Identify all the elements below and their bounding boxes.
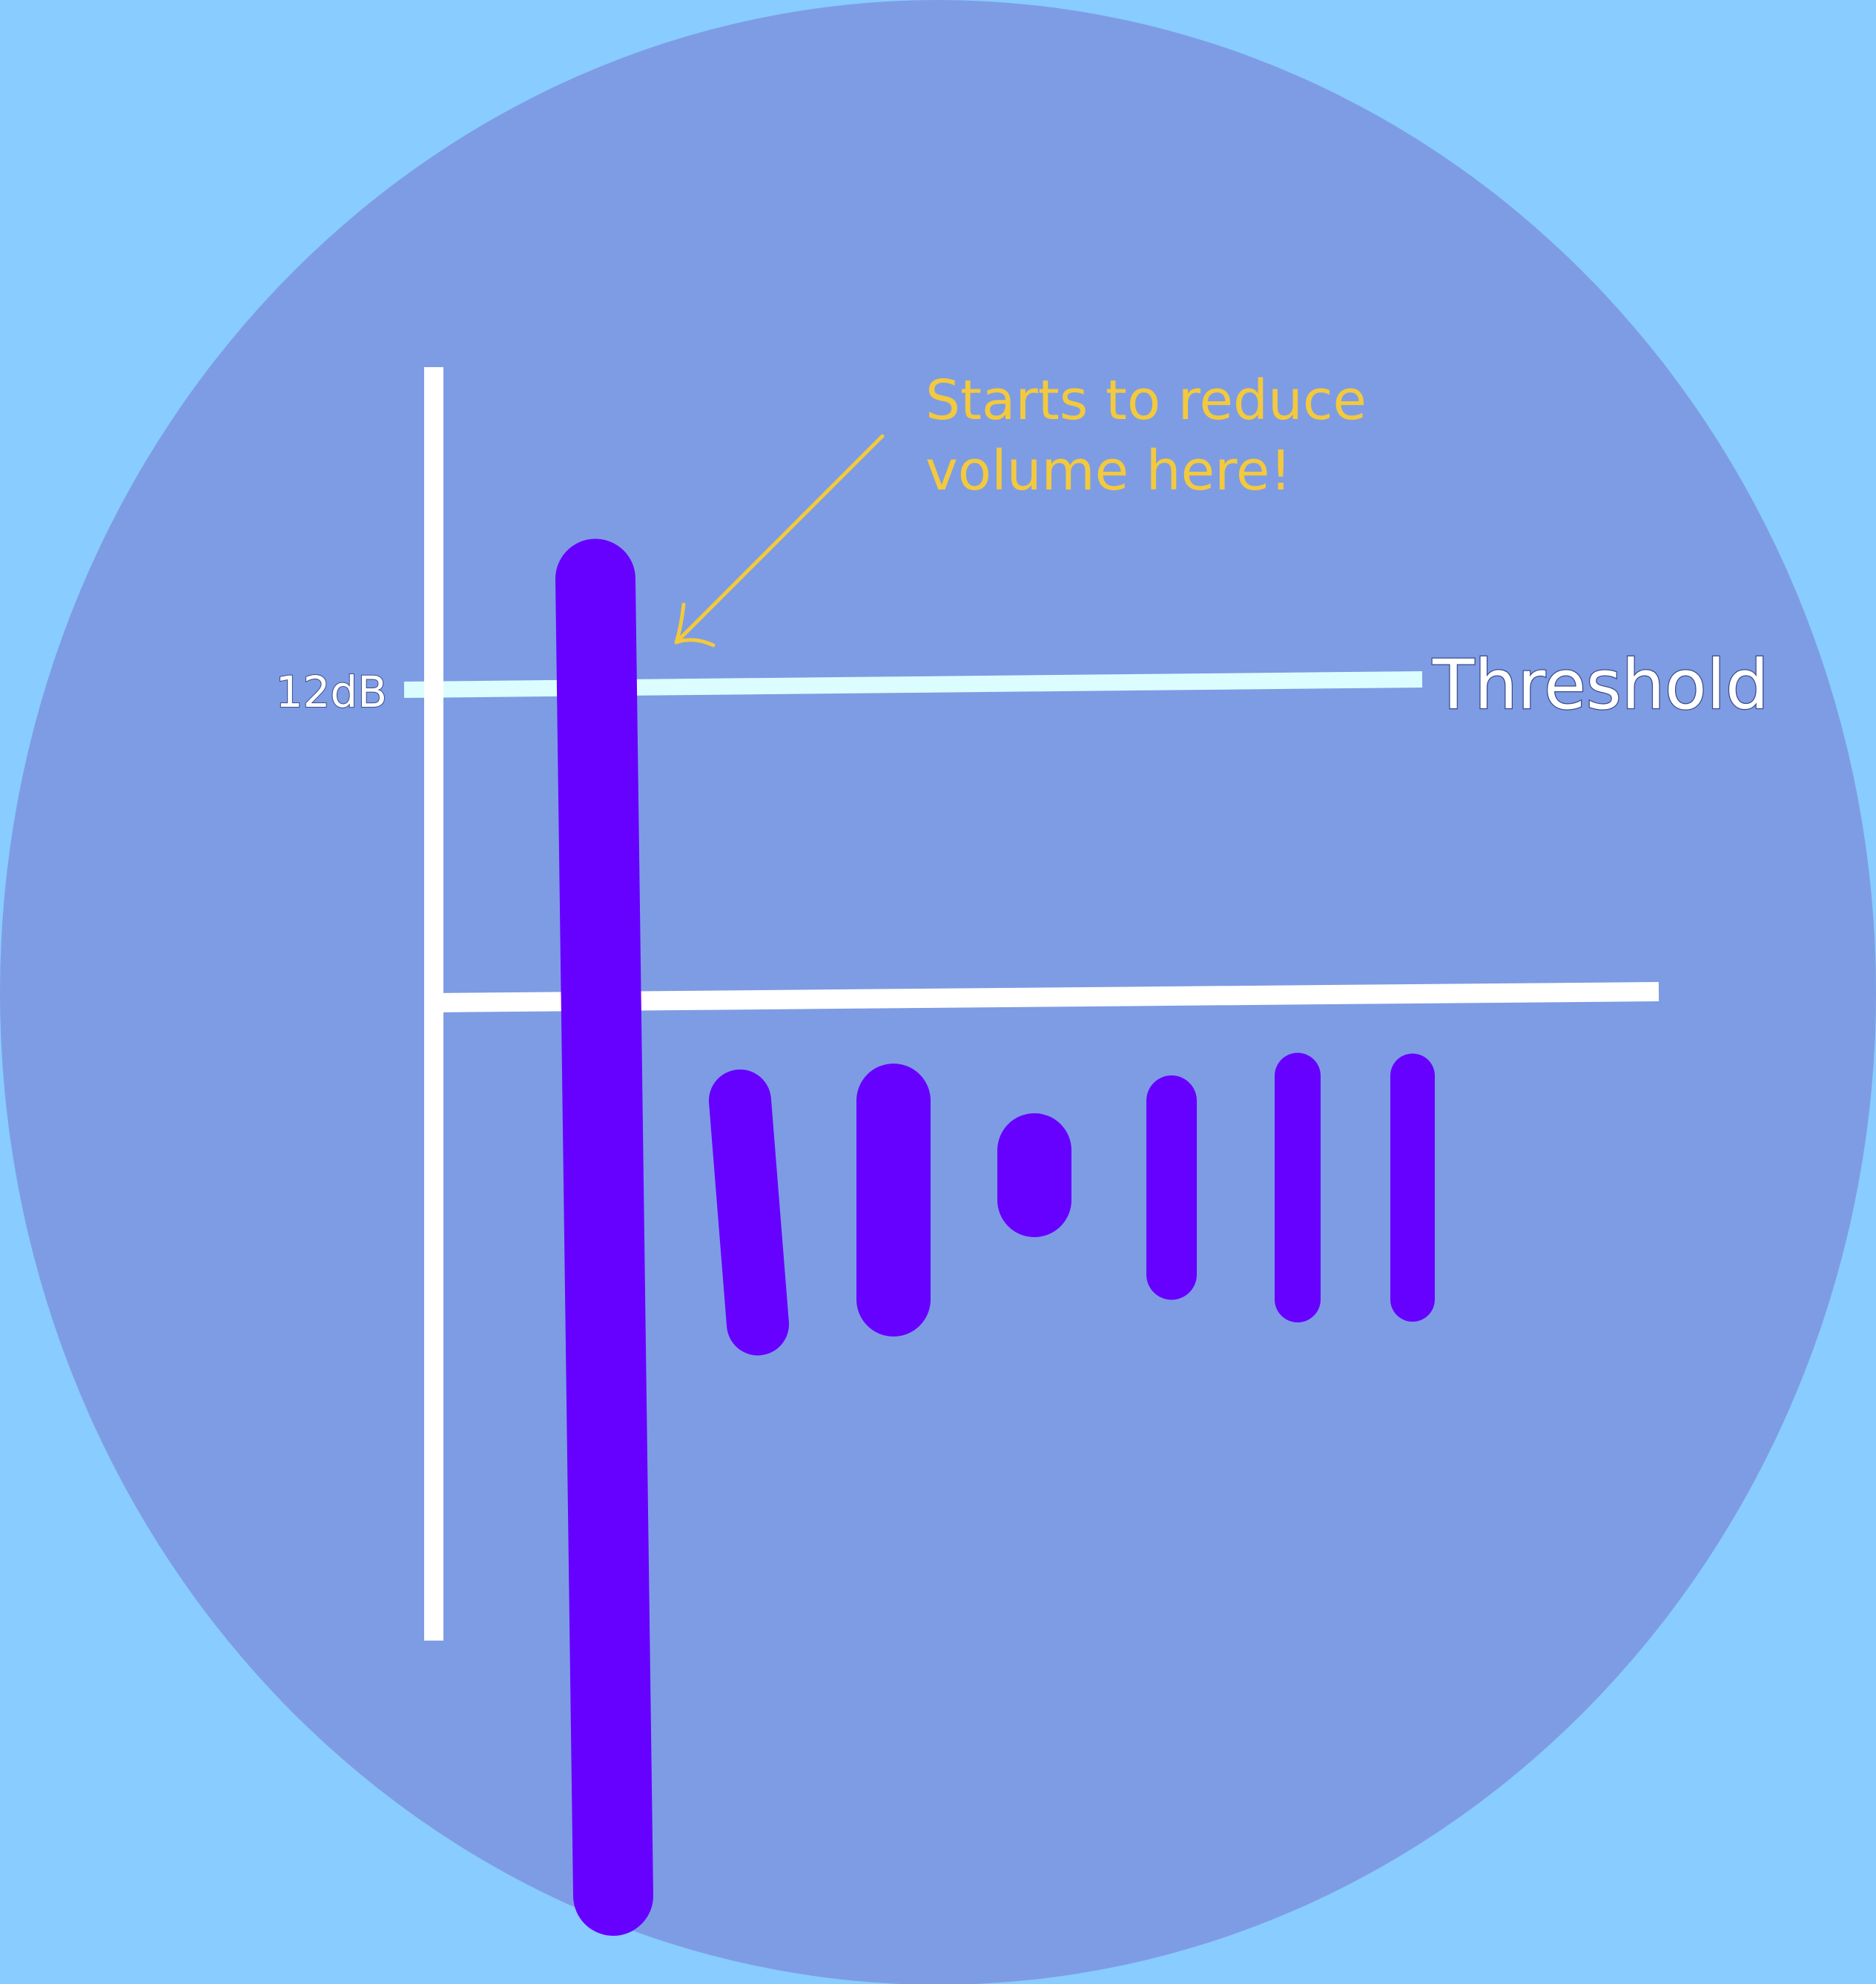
annotation: Starts to reduce volume here! — [674, 369, 1367, 647]
threshold-level-label: 12dB — [276, 667, 387, 717]
level-bar-2 — [709, 1070, 789, 1356]
arrow-down-left-icon — [674, 434, 885, 647]
level-bar-1 — [555, 538, 653, 1936]
threshold-label: Threshold — [1432, 645, 1768, 725]
annotation-line-1: Starts to reduce — [925, 369, 1367, 432]
level-bars — [555, 538, 1435, 1936]
annotation-line-2: volume here! — [925, 439, 1292, 503]
